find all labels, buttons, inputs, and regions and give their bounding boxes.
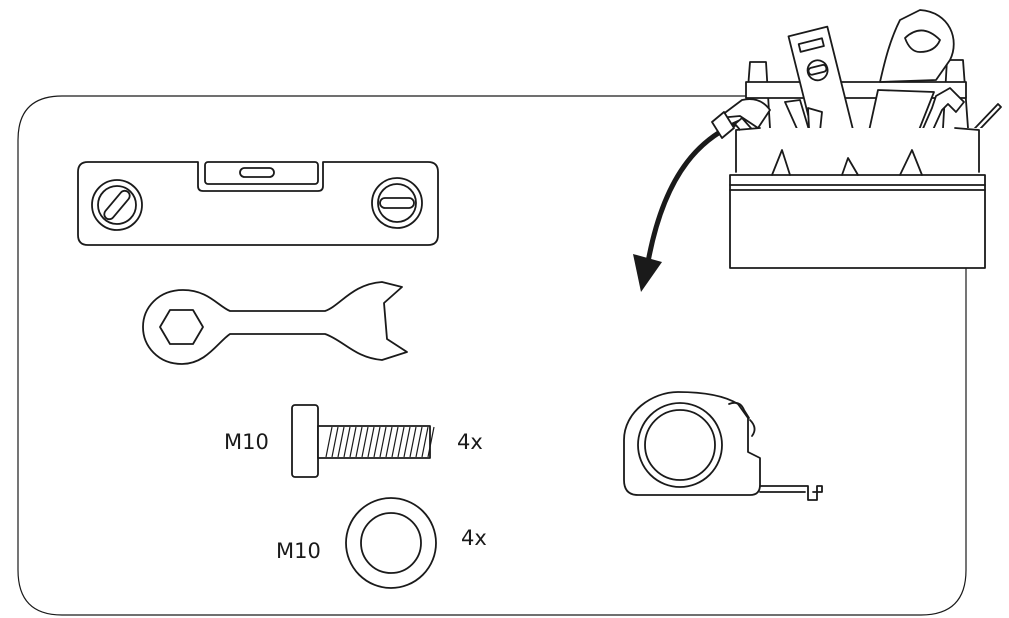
bolt-thread-line: [427, 426, 435, 458]
bolt-thread-line: [379, 426, 387, 458]
washer-quantity-label: 4x: [461, 526, 487, 550]
bolt-thread-line: [349, 426, 357, 458]
spirit-level-icon: [77, 161, 439, 246]
bolt-quantity-label: 4x: [457, 430, 483, 454]
bolt-thread-line: [385, 426, 393, 458]
bolt-thread-line: [403, 426, 411, 458]
bolt-thread-line: [343, 426, 351, 458]
bolt-thread-line: [361, 426, 369, 458]
bolt-thread-line: [367, 426, 375, 458]
bolt-thread-line: [373, 426, 381, 458]
bolt-thread-line: [415, 426, 423, 458]
bolt-icon: [291, 404, 435, 478]
bolt-thread-line: [331, 426, 339, 458]
toolbox-icon: [711, 9, 1002, 269]
bolt-thread-line: [409, 426, 417, 458]
bolt-thread-line: [391, 426, 399, 458]
curved-arrow-icon: [633, 117, 748, 292]
bolt-size-label: M10: [224, 430, 269, 454]
tape-measure-icon: [623, 391, 823, 501]
bolt-thread-line: [355, 426, 363, 458]
panel-frame: [17, 95, 967, 616]
bolt-thread-line: [421, 426, 429, 458]
bolt-thread-line: [337, 426, 345, 458]
wrench-icon: [142, 281, 408, 365]
washer-icon: [345, 497, 437, 589]
bolt-thread-line: [325, 426, 333, 458]
washer-size-label: M10: [276, 539, 321, 563]
bolt-thread-line: [397, 426, 405, 458]
